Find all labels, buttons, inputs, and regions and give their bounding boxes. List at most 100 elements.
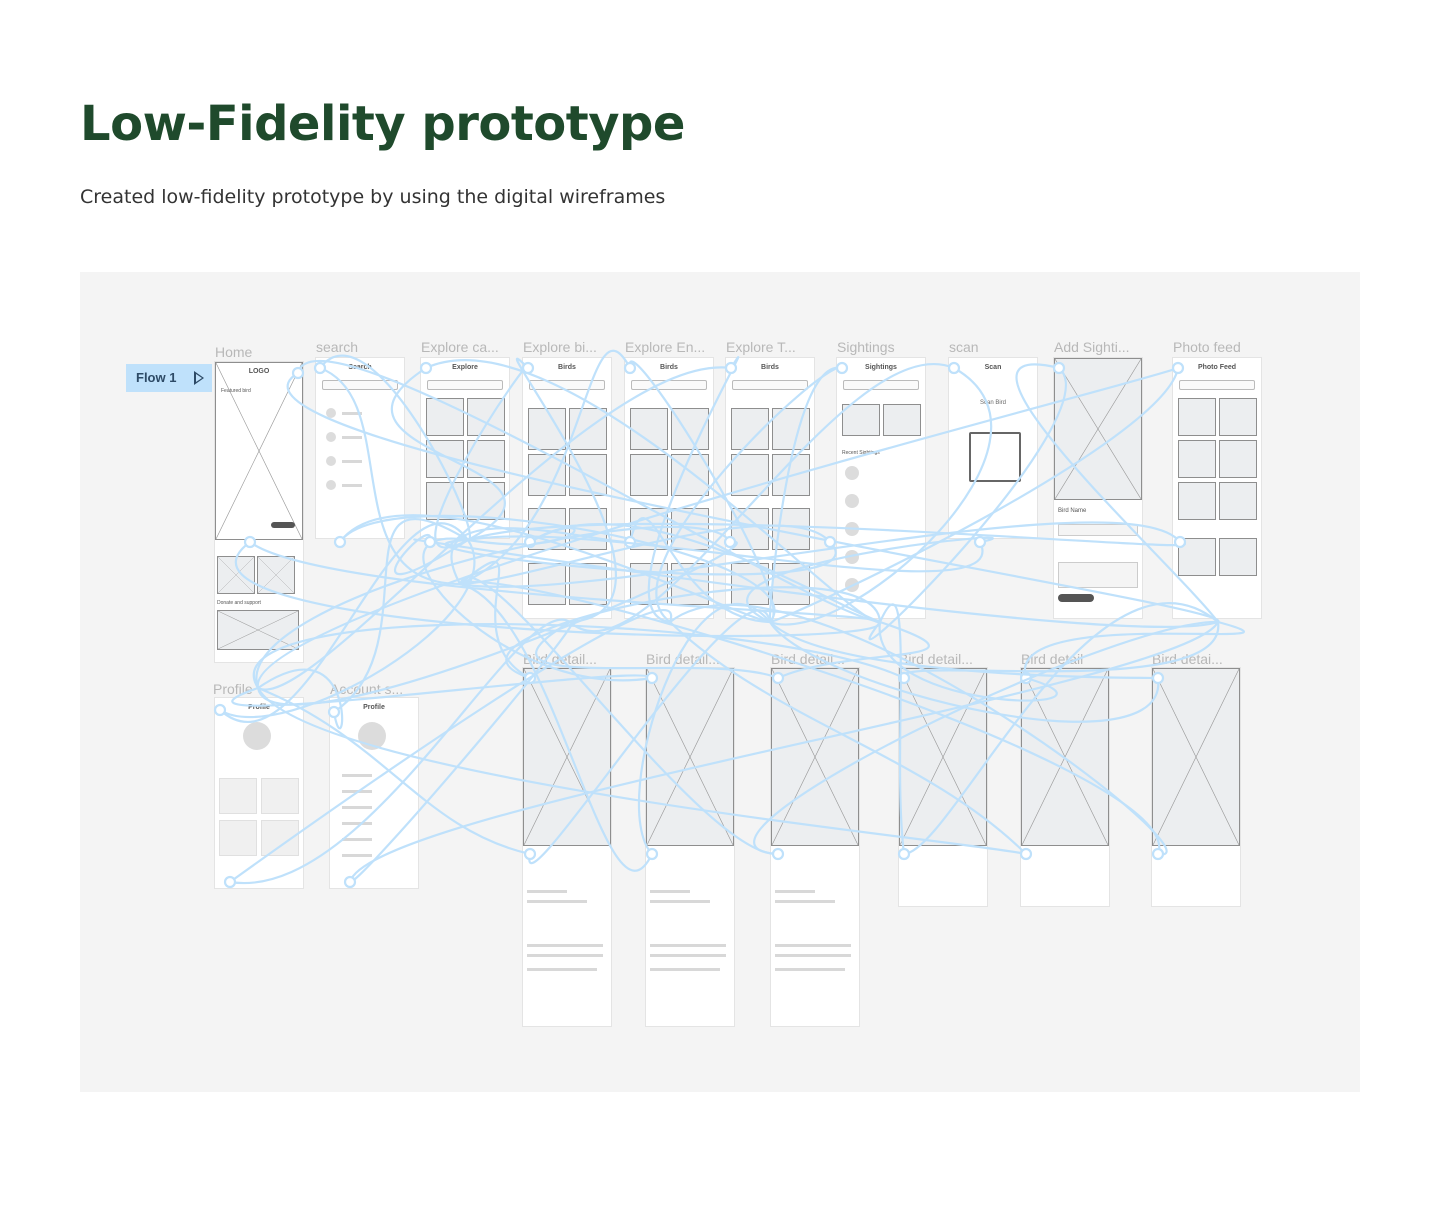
frame-label-home[interactable]: Home xyxy=(215,344,253,360)
account-menu-item[interactable] xyxy=(342,838,372,841)
bird-tile[interactable] xyxy=(731,408,769,450)
bird-tile[interactable] xyxy=(528,408,566,450)
photo-tile[interactable] xyxy=(1219,538,1257,576)
photo-tile[interactable] xyxy=(1219,440,1257,478)
explore-t-search-bar[interactable] xyxy=(732,380,808,390)
home-card-1[interactable] xyxy=(217,556,255,594)
profile-tile[interactable] xyxy=(261,778,299,814)
add-name-field[interactable] xyxy=(1058,524,1138,536)
frame-label-bird-detail-5[interactable]: Bird detail xyxy=(1021,651,1084,667)
screen-bird-detail-6[interactable] xyxy=(1152,668,1240,906)
frame-label-profile[interactable]: Profile xyxy=(213,681,253,697)
bird-tile[interactable] xyxy=(671,508,709,550)
bird-tile[interactable] xyxy=(772,508,810,550)
flow-start-badge[interactable]: Flow 1 xyxy=(126,364,212,392)
profile-tile[interactable] xyxy=(261,820,299,856)
frame-label-bird-detail-1[interactable]: Bird detail... xyxy=(523,651,597,667)
explore-search-bar[interactable] xyxy=(427,380,503,390)
connection-node[interactable] xyxy=(333,535,347,549)
photo-tile[interactable] xyxy=(1219,482,1257,520)
screen-bird-detail-4[interactable] xyxy=(899,668,987,906)
frame-label-explore-birds[interactable]: Explore bi... xyxy=(523,339,597,355)
account-menu-item[interactable] xyxy=(342,806,372,809)
screen-account[interactable]: Profile xyxy=(330,698,418,888)
bird-tile[interactable] xyxy=(772,454,810,496)
screen-photo-feed[interactable]: Photo Feed xyxy=(1173,358,1261,618)
bird-tile[interactable] xyxy=(772,563,810,605)
photo-tile[interactable] xyxy=(1178,482,1216,520)
account-menu-item[interactable] xyxy=(342,854,372,857)
add-submit-button[interactable] xyxy=(1058,594,1094,602)
account-menu-item[interactable] xyxy=(342,822,372,825)
screen-add-sighting[interactable]: Bird Name xyxy=(1054,358,1142,618)
bird-tile[interactable] xyxy=(528,454,566,496)
prototype-canvas[interactable]: Home search Explore ca... Explore bi... … xyxy=(80,272,1360,1092)
explore-category-tile[interactable] xyxy=(426,398,464,436)
explore-category-tile[interactable] xyxy=(426,440,464,478)
home-card-2[interactable] xyxy=(257,556,295,594)
screen-home[interactable]: LOGO Featured bird Donate and support xyxy=(215,362,303,662)
bird-tile[interactable] xyxy=(630,508,668,550)
bird-tile[interactable] xyxy=(528,563,566,605)
birds-search-bar[interactable] xyxy=(529,380,605,390)
bird-tile[interactable] xyxy=(630,454,668,496)
add-notes-field[interactable] xyxy=(1058,562,1138,588)
screen-profile[interactable]: Profile xyxy=(215,698,303,888)
screen-explore-categories[interactable]: Explore xyxy=(421,358,509,538)
photo-feed-search-bar[interactable] xyxy=(1179,380,1255,390)
account-menu-item[interactable] xyxy=(342,774,372,777)
screen-explore-t[interactable]: Birds xyxy=(726,358,814,618)
explore-category-tile[interactable] xyxy=(467,440,505,478)
frame-label-bird-detail-3[interactable]: Bird detail... xyxy=(771,651,845,667)
account-menu-item[interactable] xyxy=(342,790,372,793)
endangered-search-bar[interactable] xyxy=(631,380,707,390)
frame-label-scan[interactable]: scan xyxy=(949,339,979,355)
sightings-search-bar[interactable] xyxy=(843,380,919,390)
home-cta-button[interactable] xyxy=(271,522,295,528)
frame-label-explore-t[interactable]: Explore T... xyxy=(726,339,796,355)
photo-tile[interactable] xyxy=(1219,398,1257,436)
frame-label-bird-detail-4[interactable]: Bird detail... xyxy=(899,651,973,667)
bird-tile[interactable] xyxy=(671,563,709,605)
frame-label-explore-endangered[interactable]: Explore En... xyxy=(625,339,706,355)
connection-node[interactable] xyxy=(823,535,837,549)
bird-tile[interactable] xyxy=(569,408,607,450)
sightings-scan-button[interactable] xyxy=(842,404,880,436)
bird-tile[interactable] xyxy=(731,563,769,605)
screen-bird-detail-3[interactable] xyxy=(771,668,859,1026)
screen-bird-detail-1[interactable] xyxy=(523,668,611,1026)
profile-tile[interactable] xyxy=(219,820,257,856)
frame-label-add-sighting[interactable]: Add Sighti... xyxy=(1054,339,1130,355)
screen-search[interactable]: Search xyxy=(316,358,404,538)
add-photo-placeholder[interactable] xyxy=(1054,358,1142,500)
scan-viewfinder[interactable] xyxy=(969,432,1021,482)
photo-tile[interactable] xyxy=(1178,440,1216,478)
connection-node[interactable] xyxy=(973,535,987,549)
frame-label-photo-feed[interactable]: Photo feed xyxy=(1173,339,1241,355)
frame-label-account[interactable]: Account s... xyxy=(330,681,404,697)
bird-tile[interactable] xyxy=(569,508,607,550)
frame-label-bird-detail-6[interactable]: Bird detai... xyxy=(1152,651,1223,667)
bird-tile[interactable] xyxy=(630,408,668,450)
screen-scan[interactable]: Scan Scan Bird xyxy=(949,358,1037,538)
explore-category-tile[interactable] xyxy=(467,482,505,520)
play-icon[interactable] xyxy=(194,371,204,385)
frame-label-search[interactable]: search xyxy=(316,339,359,355)
bird-tile[interactable] xyxy=(569,563,607,605)
screen-bird-detail-5[interactable] xyxy=(1021,668,1109,906)
bird-tile[interactable] xyxy=(671,408,709,450)
photo-tile[interactable] xyxy=(1178,398,1216,436)
bird-tile[interactable] xyxy=(731,508,769,550)
frame-label-explore-categories[interactable]: Explore ca... xyxy=(421,339,499,355)
explore-category-tile[interactable] xyxy=(467,398,505,436)
bird-tile[interactable] xyxy=(772,408,810,450)
search-bar[interactable] xyxy=(322,380,398,390)
screen-sightings[interactable]: Sightings Recent Sightings xyxy=(837,358,925,618)
sightings-add-button[interactable] xyxy=(883,404,921,436)
screen-explore-endangered[interactable]: Birds xyxy=(625,358,713,618)
bird-tile[interactable] xyxy=(731,454,769,496)
explore-category-tile[interactable] xyxy=(426,482,464,520)
home-donate-placeholder[interactable] xyxy=(217,610,299,650)
bird-tile[interactable] xyxy=(630,563,668,605)
profile-tile[interactable] xyxy=(219,778,257,814)
